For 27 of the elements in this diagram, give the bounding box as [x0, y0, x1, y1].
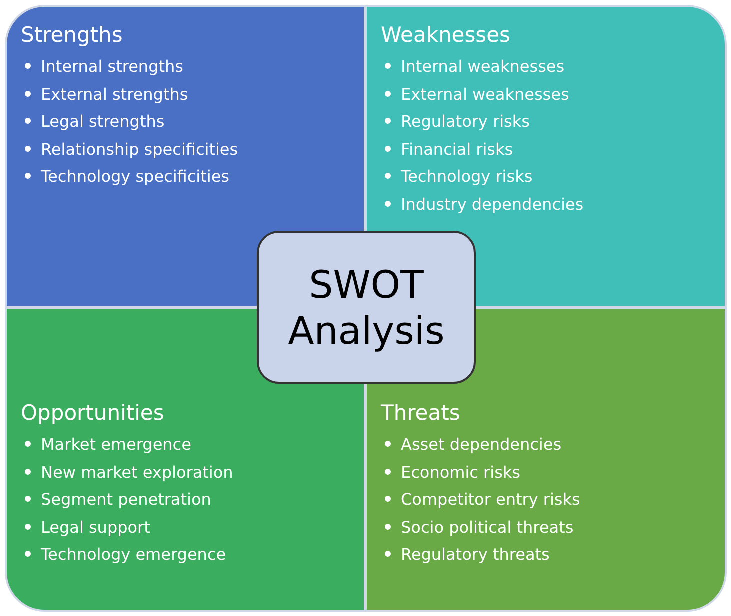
bullet-item: Technology specificities [21, 163, 230, 190]
quadrant-heading: Threats [381, 401, 460, 425]
bullet-item: Technology risks [381, 163, 533, 190]
bullet-item: Economic risks [381, 458, 520, 486]
bullet-item: Financial risks [381, 136, 514, 163]
bullet-item: Market emergence [21, 431, 192, 458]
bullet-item: Competitor entry risks [381, 486, 580, 514]
bullet-item: Legal support [21, 514, 150, 541]
bullet-item: Regulatory threats [381, 541, 550, 568]
bullet-item: Segment penetration [21, 486, 212, 514]
bullet-item: Industry dependencies [381, 190, 584, 218]
quadrant-heading: Weaknesses [381, 23, 510, 47]
center-box [257, 231, 476, 384]
bullet-item: External weaknesses [381, 80, 570, 108]
bullet-item: Asset dependencies [381, 431, 562, 458]
bullet-item: Technology emergence [21, 541, 226, 568]
bullet-item: Relationship specificities [21, 136, 238, 163]
quadrant-heading: Strengths [21, 23, 123, 47]
center-title: SWOT Analysis [287, 262, 446, 354]
bullet-item: Regulatory risks [381, 108, 530, 136]
bullet-item: Socio political threats [381, 514, 574, 541]
bullet-item: Internal weaknesses [381, 53, 565, 80]
quadrant-heading: Opportunities [21, 401, 164, 425]
bullet-item: Internal strengths [21, 53, 184, 80]
bullet-item: Legal strengths [21, 108, 165, 136]
bullet-item: New market exploration [21, 458, 234, 486]
bullet-item: External strengths [21, 80, 188, 108]
